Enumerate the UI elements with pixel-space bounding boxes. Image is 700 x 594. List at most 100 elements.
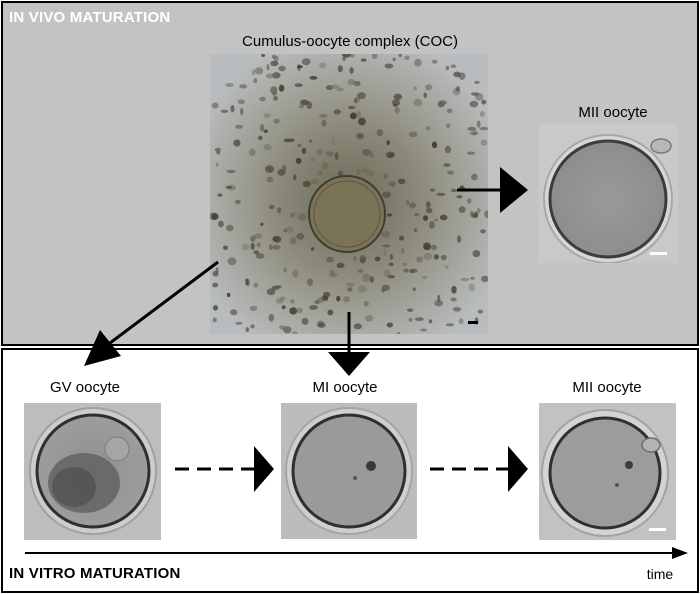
cumulus-cell xyxy=(272,54,276,59)
cumulus-cell xyxy=(297,143,302,148)
cumulus-cell xyxy=(255,253,265,259)
cumulus-cell xyxy=(452,307,462,312)
cumulus-cell xyxy=(217,193,223,197)
cumulus-cell xyxy=(479,126,488,131)
cumulus-cell xyxy=(472,250,481,258)
cumulus-cell xyxy=(468,283,475,292)
cumulus-cell xyxy=(281,305,286,310)
cumulus-cell xyxy=(423,242,431,251)
cumulus-cell xyxy=(321,119,327,127)
cumulus-cell xyxy=(396,332,401,334)
cumulus-cell xyxy=(469,100,479,108)
cumulus-cell xyxy=(292,269,299,278)
cumulus-cell xyxy=(245,278,249,286)
cumulus-cell xyxy=(212,282,219,288)
cumulus-cell xyxy=(476,207,481,214)
cumulus-cell xyxy=(309,305,318,310)
cumulus-cell xyxy=(336,262,345,268)
cumulus-cell xyxy=(393,103,397,107)
cumulus-cell xyxy=(383,269,391,277)
cumulus-cell xyxy=(240,107,244,116)
cumulus-cell xyxy=(343,296,350,303)
cumulus-cell xyxy=(406,200,410,205)
cumulus-cell xyxy=(226,224,234,232)
cumulus-cell xyxy=(214,147,221,152)
cumulus-cell xyxy=(409,202,416,209)
cumulus-cell xyxy=(329,272,338,277)
cumulus-cell xyxy=(414,58,422,67)
cumulus-cell xyxy=(469,210,475,218)
cumulus-cell xyxy=(455,86,460,92)
cumulus-cell xyxy=(302,180,312,188)
cumulus-cell xyxy=(407,308,414,312)
cumulus-cell xyxy=(388,181,396,187)
cumulus-cell xyxy=(309,139,312,143)
cumulus-cell xyxy=(241,243,250,250)
cumulus-cell xyxy=(431,141,438,149)
cumulus-cell xyxy=(431,59,438,64)
cumulus-cell xyxy=(293,174,297,181)
cumulus-cell xyxy=(386,213,393,217)
cumulus-cell xyxy=(307,278,313,286)
cumulus-cell xyxy=(271,90,277,96)
mi-oocyte-micrograph xyxy=(281,403,417,539)
cumulus-cell xyxy=(349,67,354,74)
cumulus-cell xyxy=(360,58,367,62)
cumulus-cell xyxy=(422,215,429,221)
cumulus-cell xyxy=(235,124,243,129)
cumulus-cell xyxy=(413,98,423,107)
cumulus-cell xyxy=(220,109,229,113)
cumulus-cell xyxy=(233,139,241,147)
cumulus-cell xyxy=(450,188,458,193)
cumulus-cell xyxy=(355,110,362,119)
cumulus-cell xyxy=(481,275,488,282)
cumulus-cell xyxy=(215,267,219,274)
cumulus-cell xyxy=(472,128,477,136)
cumulus-cell xyxy=(319,62,327,69)
coc-scale-bar xyxy=(468,321,478,324)
cumulus-cell xyxy=(249,236,256,242)
cumulus-cell xyxy=(439,214,448,221)
cumulus-cell xyxy=(334,152,339,160)
cumulus-cell xyxy=(460,277,470,282)
cumulus-cell xyxy=(346,282,355,287)
cumulus-cell xyxy=(296,232,305,240)
cumulus-cell xyxy=(357,92,366,100)
cumulus-cell xyxy=(369,276,374,283)
cumulus-cell xyxy=(253,78,258,84)
cumulus-cell xyxy=(470,276,475,280)
cumulus-cell xyxy=(253,282,259,288)
cumulus-cell xyxy=(327,309,334,316)
cumulus-cell xyxy=(414,317,424,321)
cumulus-cell xyxy=(294,83,303,87)
cumulus-cell xyxy=(253,250,259,255)
cumulus-cell xyxy=(251,69,256,76)
cumulus-cell xyxy=(260,222,264,226)
cumulus-cell xyxy=(444,145,451,154)
cumulus-cell xyxy=(430,244,438,251)
cumulus-cell xyxy=(353,80,361,87)
cumulus-cell xyxy=(336,295,341,302)
cumulus-cell xyxy=(440,254,447,261)
cumulus-cell xyxy=(260,124,265,132)
cumulus-cell xyxy=(376,129,384,137)
cumulus-cell xyxy=(409,268,415,274)
cumulus-cell xyxy=(254,67,264,75)
cumulus-cell xyxy=(353,323,362,330)
cumulus-cell xyxy=(436,192,446,196)
cumulus-cell xyxy=(438,100,447,105)
cumulus-cell xyxy=(319,114,328,118)
cumulus-cell xyxy=(250,324,255,329)
cumulus-cell xyxy=(413,228,418,232)
gv-oocyte-micrograph xyxy=(24,403,161,540)
cumulus-cell xyxy=(348,105,356,110)
cumulus-cell xyxy=(316,148,324,156)
cumulus-cell xyxy=(291,331,298,334)
cumulus-cell xyxy=(349,112,357,120)
cumulus-cell xyxy=(480,139,488,146)
cumulus-cell xyxy=(301,58,311,66)
cumulus-cell xyxy=(234,199,241,204)
cumulus-cell xyxy=(290,237,297,245)
cumulus-cell xyxy=(450,297,457,302)
cumulus-cell xyxy=(225,185,232,189)
